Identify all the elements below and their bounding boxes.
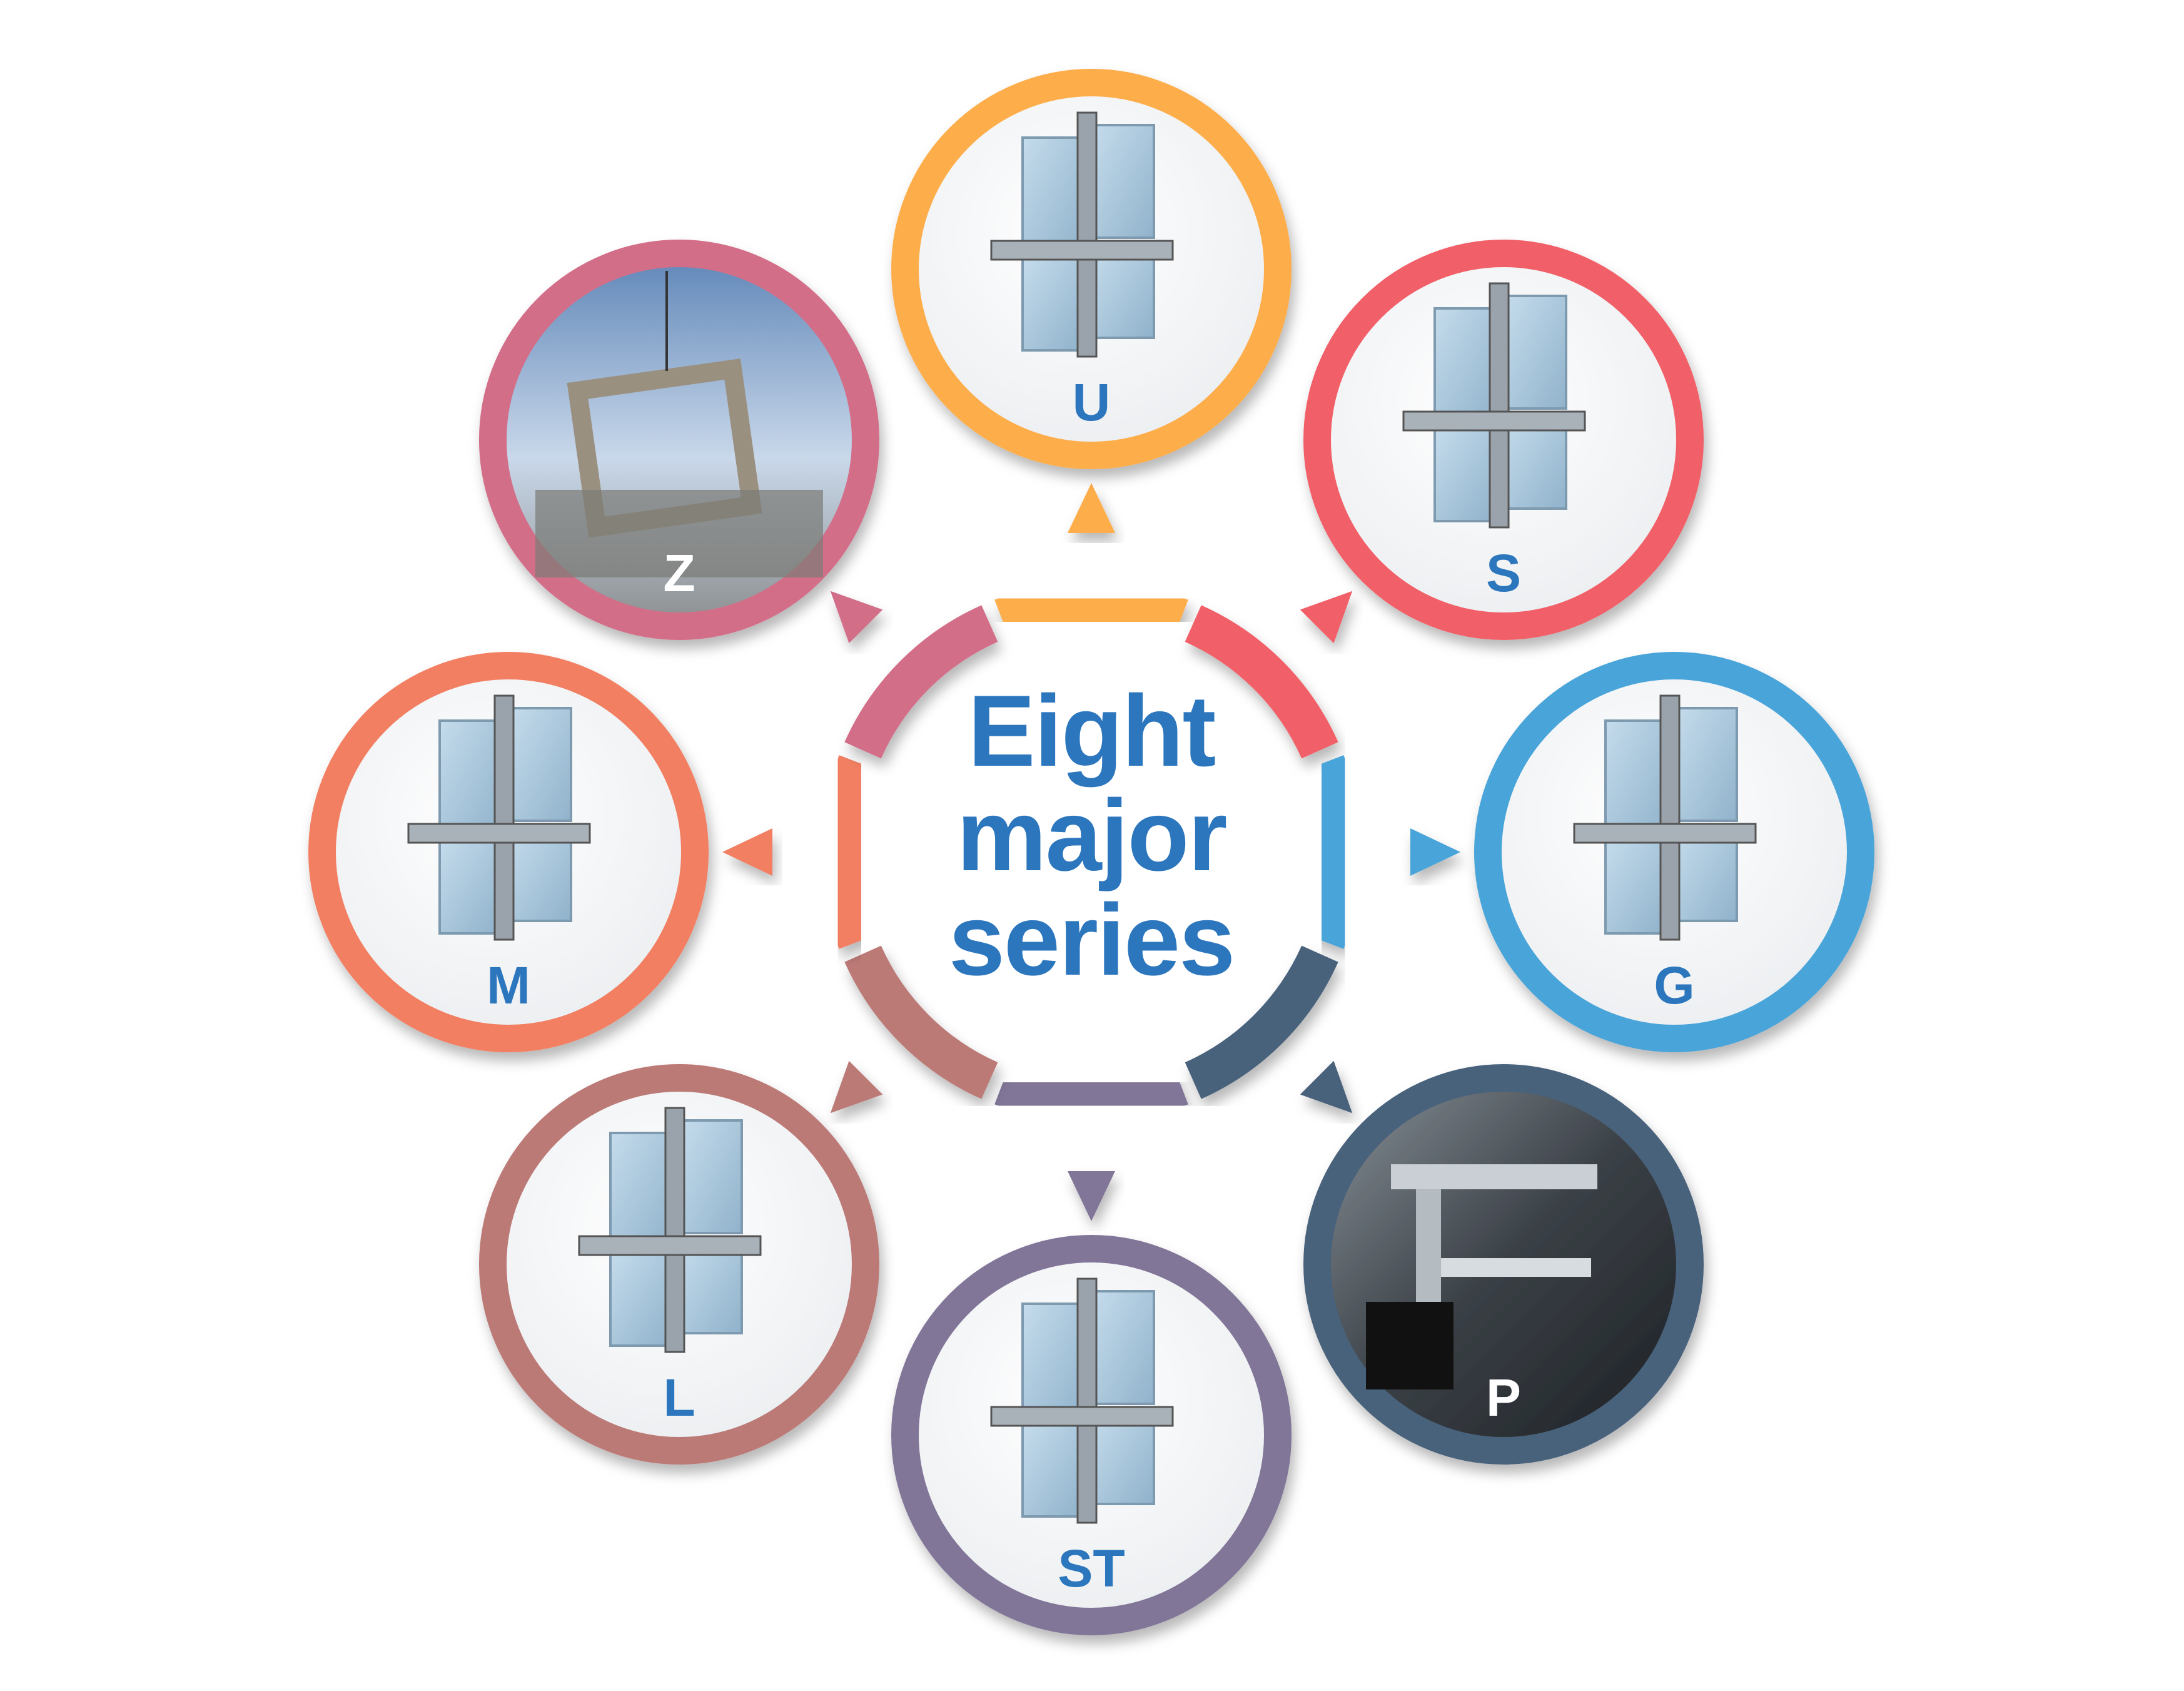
direction-arrows: [722, 483, 1460, 1221]
arrow-icon-l: [830, 1060, 883, 1114]
series-node-l[interactable]: L: [478, 1064, 879, 1465]
louver-icon: [578, 1107, 762, 1353]
arrow-icon-z: [830, 591, 883, 644]
ring-segment-p: [1185, 945, 1338, 1099]
center-ring: [821, 582, 1362, 1122]
glass-curtain-wall-icon: [1573, 694, 1757, 941]
prefab-unit-photo-icon: [535, 270, 823, 577]
center-title: Eight major series: [841, 679, 1342, 992]
series-node-st[interactable]: ST: [891, 1235, 1292, 1635]
ring-segment-u: [994, 582, 1188, 637]
arrow-icon-m: [722, 828, 772, 876]
series-label: U: [1073, 373, 1111, 432]
series-label: S: [1486, 544, 1521, 602]
series-label: P: [1486, 1368, 1521, 1427]
title-line-2: major: [956, 779, 1227, 892]
aluminum-profile-icon: [1366, 1164, 1598, 1390]
series-label: Z: [663, 544, 695, 602]
series-label: M: [487, 956, 530, 1015]
semi-unitized-curtain-wall-icon: [1402, 282, 1586, 529]
ring-segment-l: [844, 945, 998, 1099]
metal-panel-icon: [407, 694, 591, 941]
arrow-icon-s: [1300, 591, 1353, 644]
series-node-z[interactable]: Z: [478, 239, 879, 640]
ring-segment-m: [821, 755, 877, 949]
arrow-icon-p: [1300, 1060, 1353, 1114]
stone-cladding-icon: [990, 1277, 1174, 1524]
ring-segment-st: [994, 1067, 1188, 1122]
arrow-icon-u: [1068, 483, 1115, 533]
series-node-g[interactable]: G: [1474, 652, 1874, 1052]
series-label: G: [1654, 956, 1694, 1015]
arrow-icon-st: [1068, 1171, 1115, 1221]
series-node-m[interactable]: M: [308, 652, 709, 1052]
title-line-1: Eight: [968, 674, 1216, 788]
ring-segment-z: [844, 605, 998, 759]
series-label: ST: [1058, 1539, 1125, 1598]
ring-segment-s: [1185, 605, 1338, 759]
arrow-icon-g: [1410, 828, 1460, 876]
series-node-p[interactable]: P: [1303, 1064, 1704, 1465]
title-line-3: series: [948, 883, 1235, 997]
ring-segment-g: [1306, 755, 1362, 949]
series-nodes: U S G P ST L M Z: [308, 69, 1874, 1635]
series-label: L: [663, 1368, 695, 1427]
series-node-u[interactable]: U: [891, 69, 1292, 469]
series-node-s[interactable]: S: [1303, 239, 1704, 640]
unitized-curtain-wall-icon: [990, 111, 1174, 358]
